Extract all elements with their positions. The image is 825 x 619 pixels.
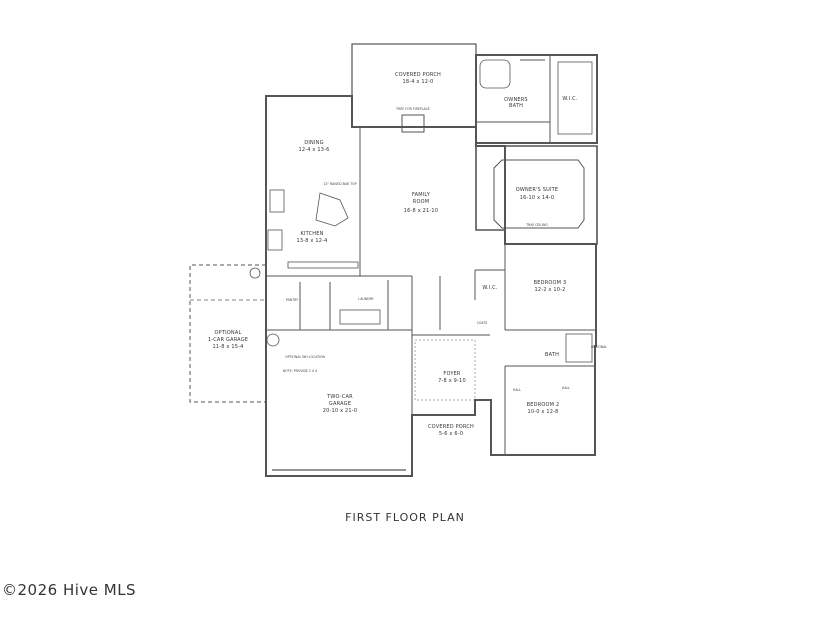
wic-owner-label: W.I.C. (562, 96, 578, 102)
rear-porch-label: COVERED PORCH (395, 72, 441, 78)
plan-linework (249, 267, 261, 279)
plan-linework (339, 309, 381, 325)
mls-watermark: ©2026 Hive MLS (2, 581, 137, 599)
tray-ceiling-note: TRAY CEILING (525, 223, 548, 227)
owners-wing-outline (475, 54, 598, 144)
dining-dims: 12-4 x 13-6 (298, 147, 329, 153)
pantry-label: PANTRY (286, 298, 298, 302)
owners-suite-label: OWNER'S SUITE (516, 187, 559, 193)
fireplace (401, 114, 425, 133)
kitchen-island (315, 192, 349, 227)
plan-linework (287, 261, 359, 269)
kitchen-label: KITCHEN (300, 231, 323, 237)
garage-dims: 20-10 x 21-0 (323, 408, 357, 414)
family-room-dims: 16-8 x 21-10 (404, 208, 438, 214)
kitchen-dims: 13-8 x 12-4 (296, 238, 327, 244)
hall-note-1: HALL (513, 388, 521, 392)
plan-linework (414, 339, 476, 401)
front-porch-label: COVERED PORCH (428, 424, 474, 430)
laundry-label: LAUNDRY (358, 297, 373, 301)
bath-label: BATH (545, 352, 559, 358)
plan-linework (479, 59, 511, 89)
plan-linework (266, 333, 280, 347)
optional-wh-note: OPTIONAL WH LOCATION (285, 355, 325, 359)
owners-bath-label-2: BATH (509, 103, 523, 109)
wic-bed3-label: W.I.C. (482, 285, 498, 291)
rear-porch-dims: 18-4 x 12-0 (402, 79, 433, 85)
garage-label-1: TWO-CAR (326, 394, 353, 400)
plan-linework (269, 189, 285, 213)
family-room-label-1: FAMILY (412, 192, 431, 198)
garage-note: NOTE: PROVIDE 2 X 4 (283, 369, 317, 373)
fireplace-note: TREE FOR FIREPLACE (395, 107, 430, 111)
optional-garage-dims: 11-8 x 15-4 (212, 344, 243, 350)
optional-garage-label-1: OPTIONAL (215, 330, 242, 336)
owners-suite-dims: 16-10 x 14-0 (520, 195, 554, 201)
bedroom-3-label: BEDROOM 3 (534, 280, 567, 286)
tray-ceiling-octagon (493, 159, 585, 229)
hall-note-2: HALL (562, 386, 570, 390)
family-room-label-2: ROOM (413, 199, 429, 205)
optional-garage-outline (189, 264, 266, 403)
bedroom-2-dims: 10-0 x 12-8 (527, 409, 558, 415)
plan-title: FIRST FLOOR PLAN (345, 511, 465, 524)
plan-linework (565, 333, 593, 363)
bedroom-3-dims: 12-2 x 10-2 (534, 287, 565, 293)
front-porch-dims: 5-6 x 6-0 (439, 431, 463, 437)
optional-wall-note: OPTIONAL (591, 345, 607, 349)
house-outline-main (265, 95, 597, 477)
garage-label-2: GARAGE (329, 401, 351, 407)
foyer-label: FOYER (443, 371, 461, 377)
dining-label: DINING (304, 140, 323, 146)
coats-label: COATS (477, 321, 488, 325)
owners-bath-label-1: OWNERS (504, 97, 528, 103)
plan-linework (557, 61, 593, 135)
optional-garage-label-2: 1-CAR GARAGE (208, 337, 248, 343)
raised-bar-note: 12" RAISED BAR TOP (323, 182, 356, 186)
foyer-dims: 7-8 x 9-10 (438, 378, 466, 384)
plan-linework (267, 229, 283, 251)
bedroom-2-label: BEDROOM 2 (527, 402, 560, 408)
